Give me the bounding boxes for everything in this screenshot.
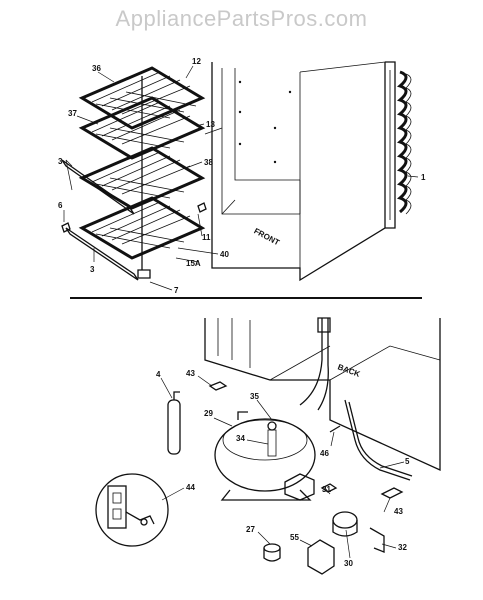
wire-shelf-2 xyxy=(78,96,206,160)
label-7: 7 xyxy=(174,286,179,295)
label-6: 6 xyxy=(58,201,63,210)
filter-drier xyxy=(167,391,181,455)
label-55: 55 xyxy=(290,533,299,542)
upper-leaders xyxy=(63,65,419,291)
shelf-stop xyxy=(197,202,207,213)
rod-clip xyxy=(137,269,151,279)
label-29: 29 xyxy=(204,409,213,418)
lower-leaders xyxy=(160,375,405,559)
shelf-rails xyxy=(61,159,139,281)
label-1: 1 xyxy=(421,173,426,182)
condenser-fan-motor xyxy=(332,511,358,537)
connector-top xyxy=(317,317,331,333)
label-44: 44 xyxy=(186,483,195,492)
label-35: 35 xyxy=(250,392,259,401)
label-34: 34 xyxy=(236,434,245,443)
label-front: FRONT xyxy=(252,226,281,247)
freezer-cabinet xyxy=(211,61,396,282)
label-13: 13 xyxy=(206,120,215,129)
shelf-clip xyxy=(61,222,71,233)
wire-shelf-bottom xyxy=(78,196,206,260)
refrigerant-tubing xyxy=(299,318,413,481)
fan-bracket xyxy=(369,527,385,553)
label-38: 38 xyxy=(204,158,213,167)
label-30: 30 xyxy=(344,559,353,568)
label-11: 11 xyxy=(202,233,211,242)
grommet xyxy=(208,381,228,391)
label-3-upper: 3 xyxy=(58,157,63,166)
label-36: 36 xyxy=(92,64,101,73)
cabinet-back xyxy=(204,318,441,472)
label-46: 46 xyxy=(320,449,329,458)
label-40: 40 xyxy=(220,250,229,259)
label-43-left: 43 xyxy=(186,369,195,378)
relay-overload xyxy=(284,473,338,501)
label-4: 4 xyxy=(156,370,161,379)
label-37: 37 xyxy=(68,109,77,118)
label-back: BACK xyxy=(336,362,361,378)
label-43-right: 43 xyxy=(394,507,403,516)
label-15a: 15A xyxy=(186,259,201,268)
label-3-lower: 3 xyxy=(90,265,95,274)
compressor xyxy=(214,411,316,501)
label-5: 5 xyxy=(405,457,410,466)
watermark: AppliancePartsPros.com xyxy=(115,6,368,31)
label-31: 31 xyxy=(322,485,331,494)
outlet-inset xyxy=(95,473,169,547)
clip-right xyxy=(380,487,404,499)
evaporator-coil xyxy=(396,70,412,215)
screw xyxy=(329,425,341,433)
label-27: 27 xyxy=(246,525,255,534)
label-32: 32 xyxy=(398,543,407,552)
mount-grommet xyxy=(263,543,281,562)
terminal-cover xyxy=(307,539,335,575)
label-12: 12 xyxy=(192,57,201,66)
